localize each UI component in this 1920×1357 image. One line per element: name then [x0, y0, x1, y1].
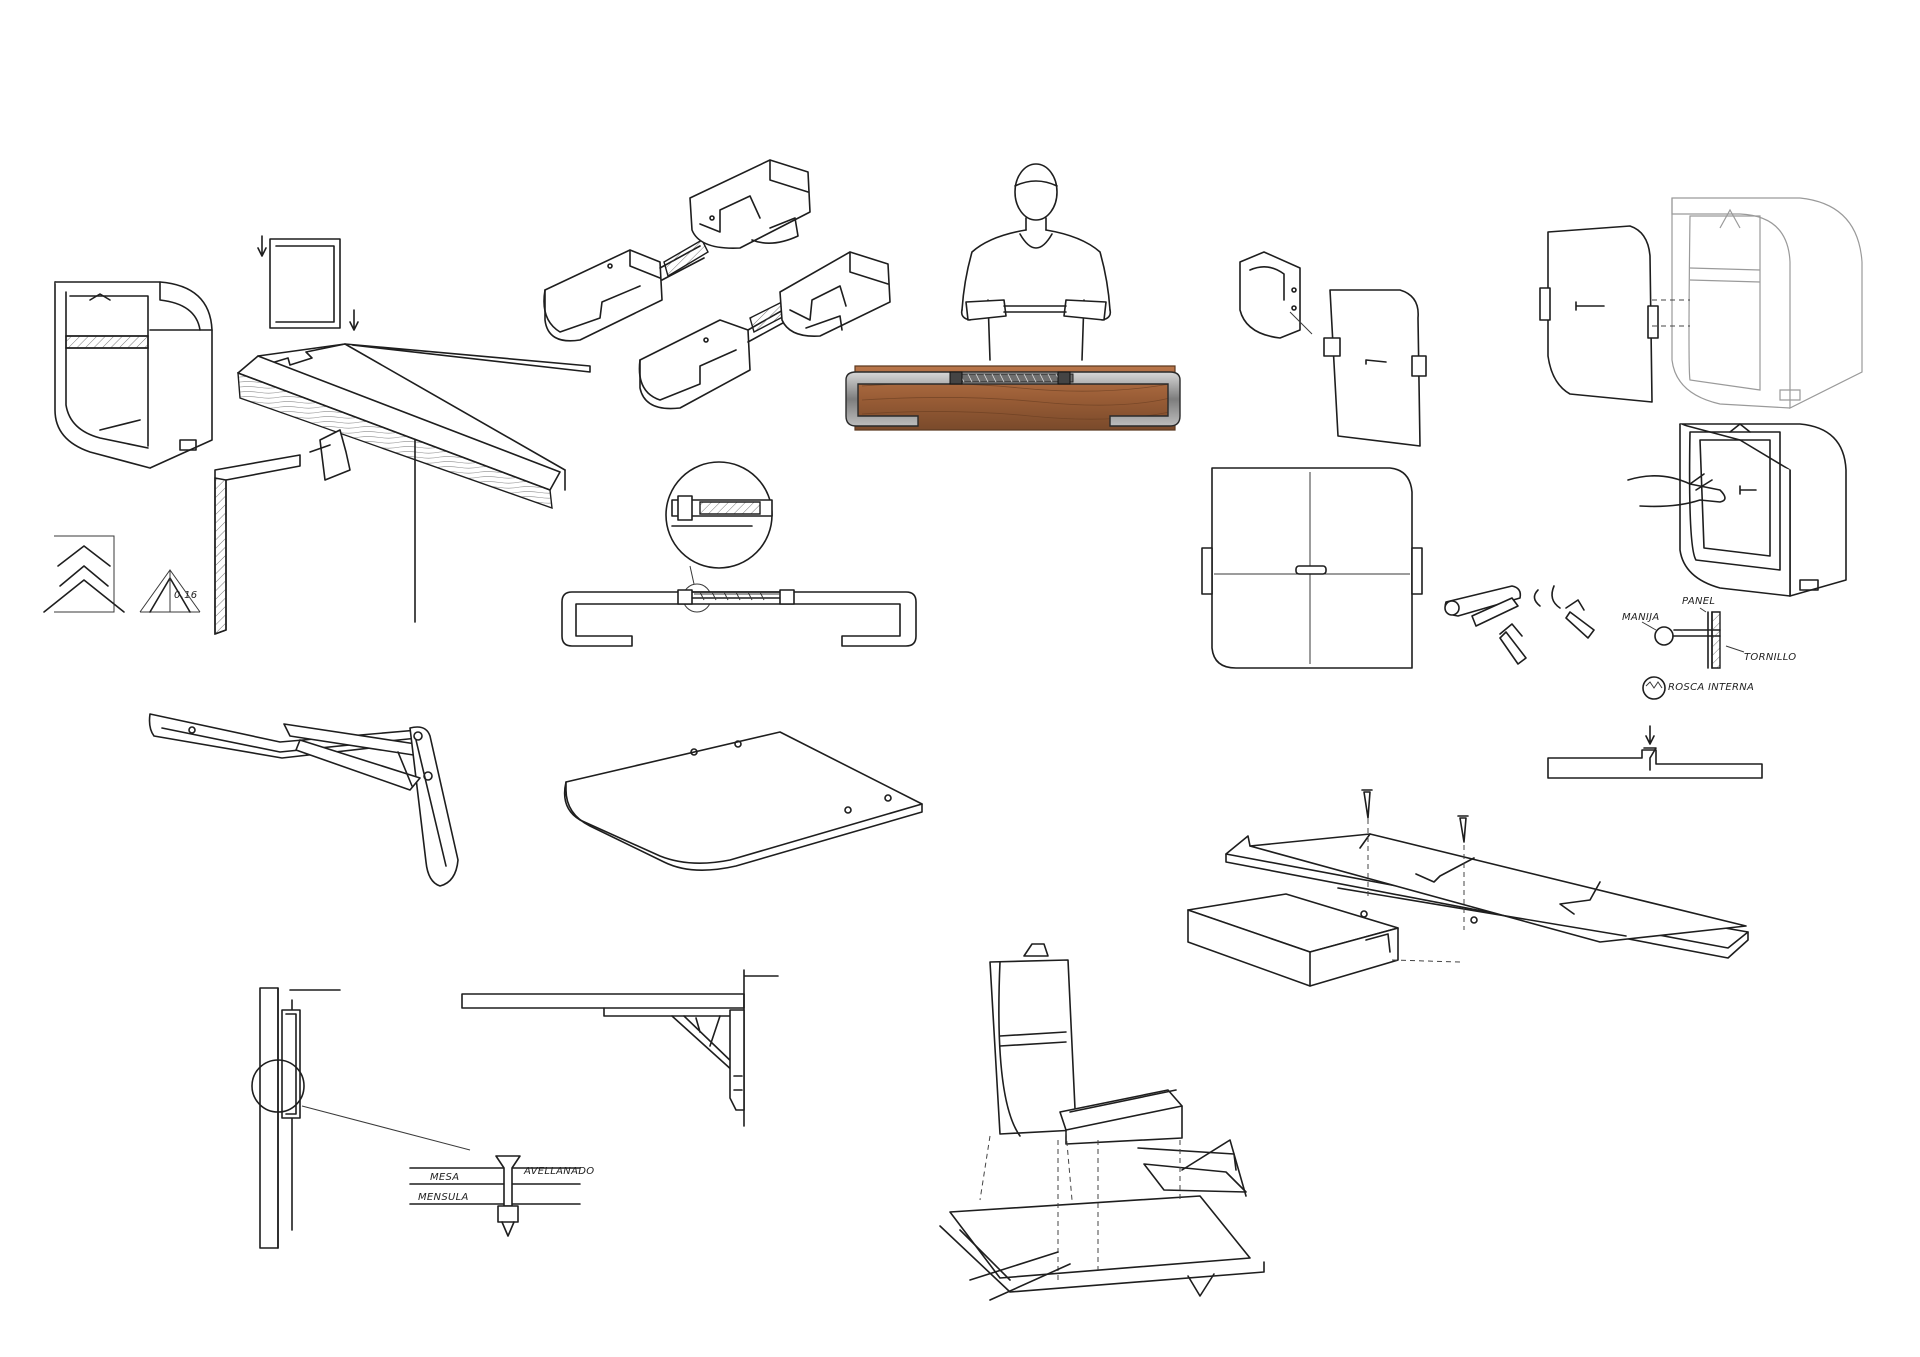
mensula-label: MENSULA	[418, 1192, 469, 1203]
panel-label: PANEL	[1682, 596, 1715, 607]
tension-spring	[955, 374, 1073, 382]
table-top-slab	[565, 732, 922, 870]
dovetail-panel-assembly	[1188, 790, 1748, 986]
shelf-assembly-exploded	[940, 944, 1264, 1300]
handle-parts-exploded	[1445, 586, 1594, 664]
avellanado-label: AVELLANADO	[523, 1166, 594, 1177]
wall-elevation-screw-detail: MESA MENSULA AVELLANADO	[252, 988, 594, 1248]
joint-angle-details: 0.16	[44, 536, 200, 612]
clip-elevation-with-detail	[562, 462, 916, 646]
folding-shelf-bracket	[150, 714, 459, 886]
rosca-interna-label: ROSCA INTERNA	[1668, 682, 1754, 693]
wood-section-colored	[846, 366, 1180, 430]
person-holding-bar-sketch	[962, 164, 1111, 360]
tornillo-label: TORNILLO	[1744, 652, 1796, 663]
screw-callout-circle	[252, 1060, 304, 1112]
clip-and-door-panel	[1240, 252, 1426, 446]
handle-section-labels: MANIJA PANEL TORNILLO ROSCA INTERNA	[1622, 596, 1796, 699]
bracket-profile-sketch	[258, 236, 358, 330]
screw-into-panel-section	[1548, 726, 1762, 778]
panel-elevation-flat	[1202, 468, 1422, 668]
shelf-side-view	[462, 970, 778, 1126]
metal-clip-frame	[846, 372, 1180, 426]
cabinet-hand-opening	[1628, 424, 1846, 596]
table-edge-section-sketch	[215, 344, 590, 634]
angle-mark-label: 0.16	[174, 590, 197, 601]
exploded-cabinet-with-door	[1540, 198, 1862, 408]
manija-label: MANIJA	[1622, 612, 1660, 623]
telescopic-clip-lower	[639, 252, 890, 409]
cabinet-module-sketch	[55, 282, 212, 468]
mesa-label: MESA	[430, 1172, 459, 1183]
telescopic-clip-upper	[544, 160, 810, 341]
